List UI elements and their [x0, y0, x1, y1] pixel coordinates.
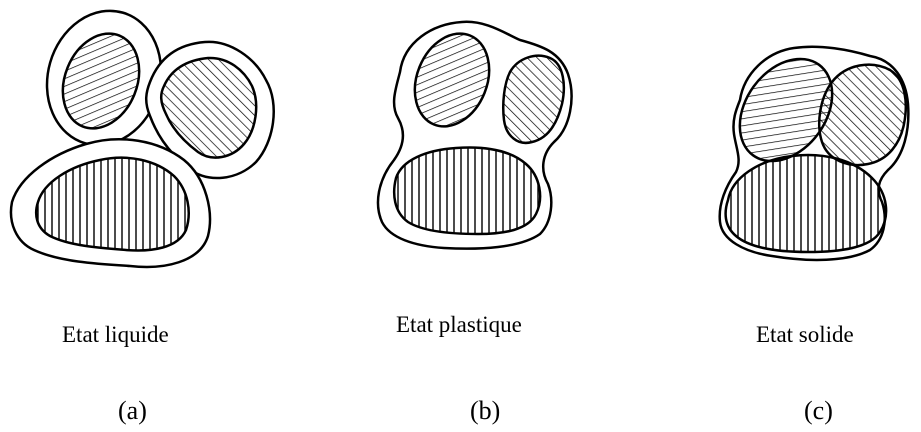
liquid-state-diagram: [0, 0, 300, 280]
panel-solid: Etat solide (c): [700, 0, 921, 432]
state-label-liquid: Etat liquide: [62, 322, 169, 348]
solid-state-diagram: [700, 0, 921, 280]
state-label-solid: Etat solide: [756, 322, 854, 348]
panel-letter-a: (a): [118, 396, 147, 426]
panel-letter-c: (c): [804, 396, 833, 426]
panel-liquid: Etat liquide (a): [0, 0, 300, 432]
state-label-plastic: Etat plastique: [396, 312, 522, 338]
panel-letter-b: (b): [470, 396, 500, 426]
plastic-state-diagram: [360, 0, 600, 280]
panel-plastic: Etat plastique (b): [360, 0, 600, 432]
grain-bottom: [726, 155, 887, 252]
grain-bottom: [394, 148, 540, 234]
